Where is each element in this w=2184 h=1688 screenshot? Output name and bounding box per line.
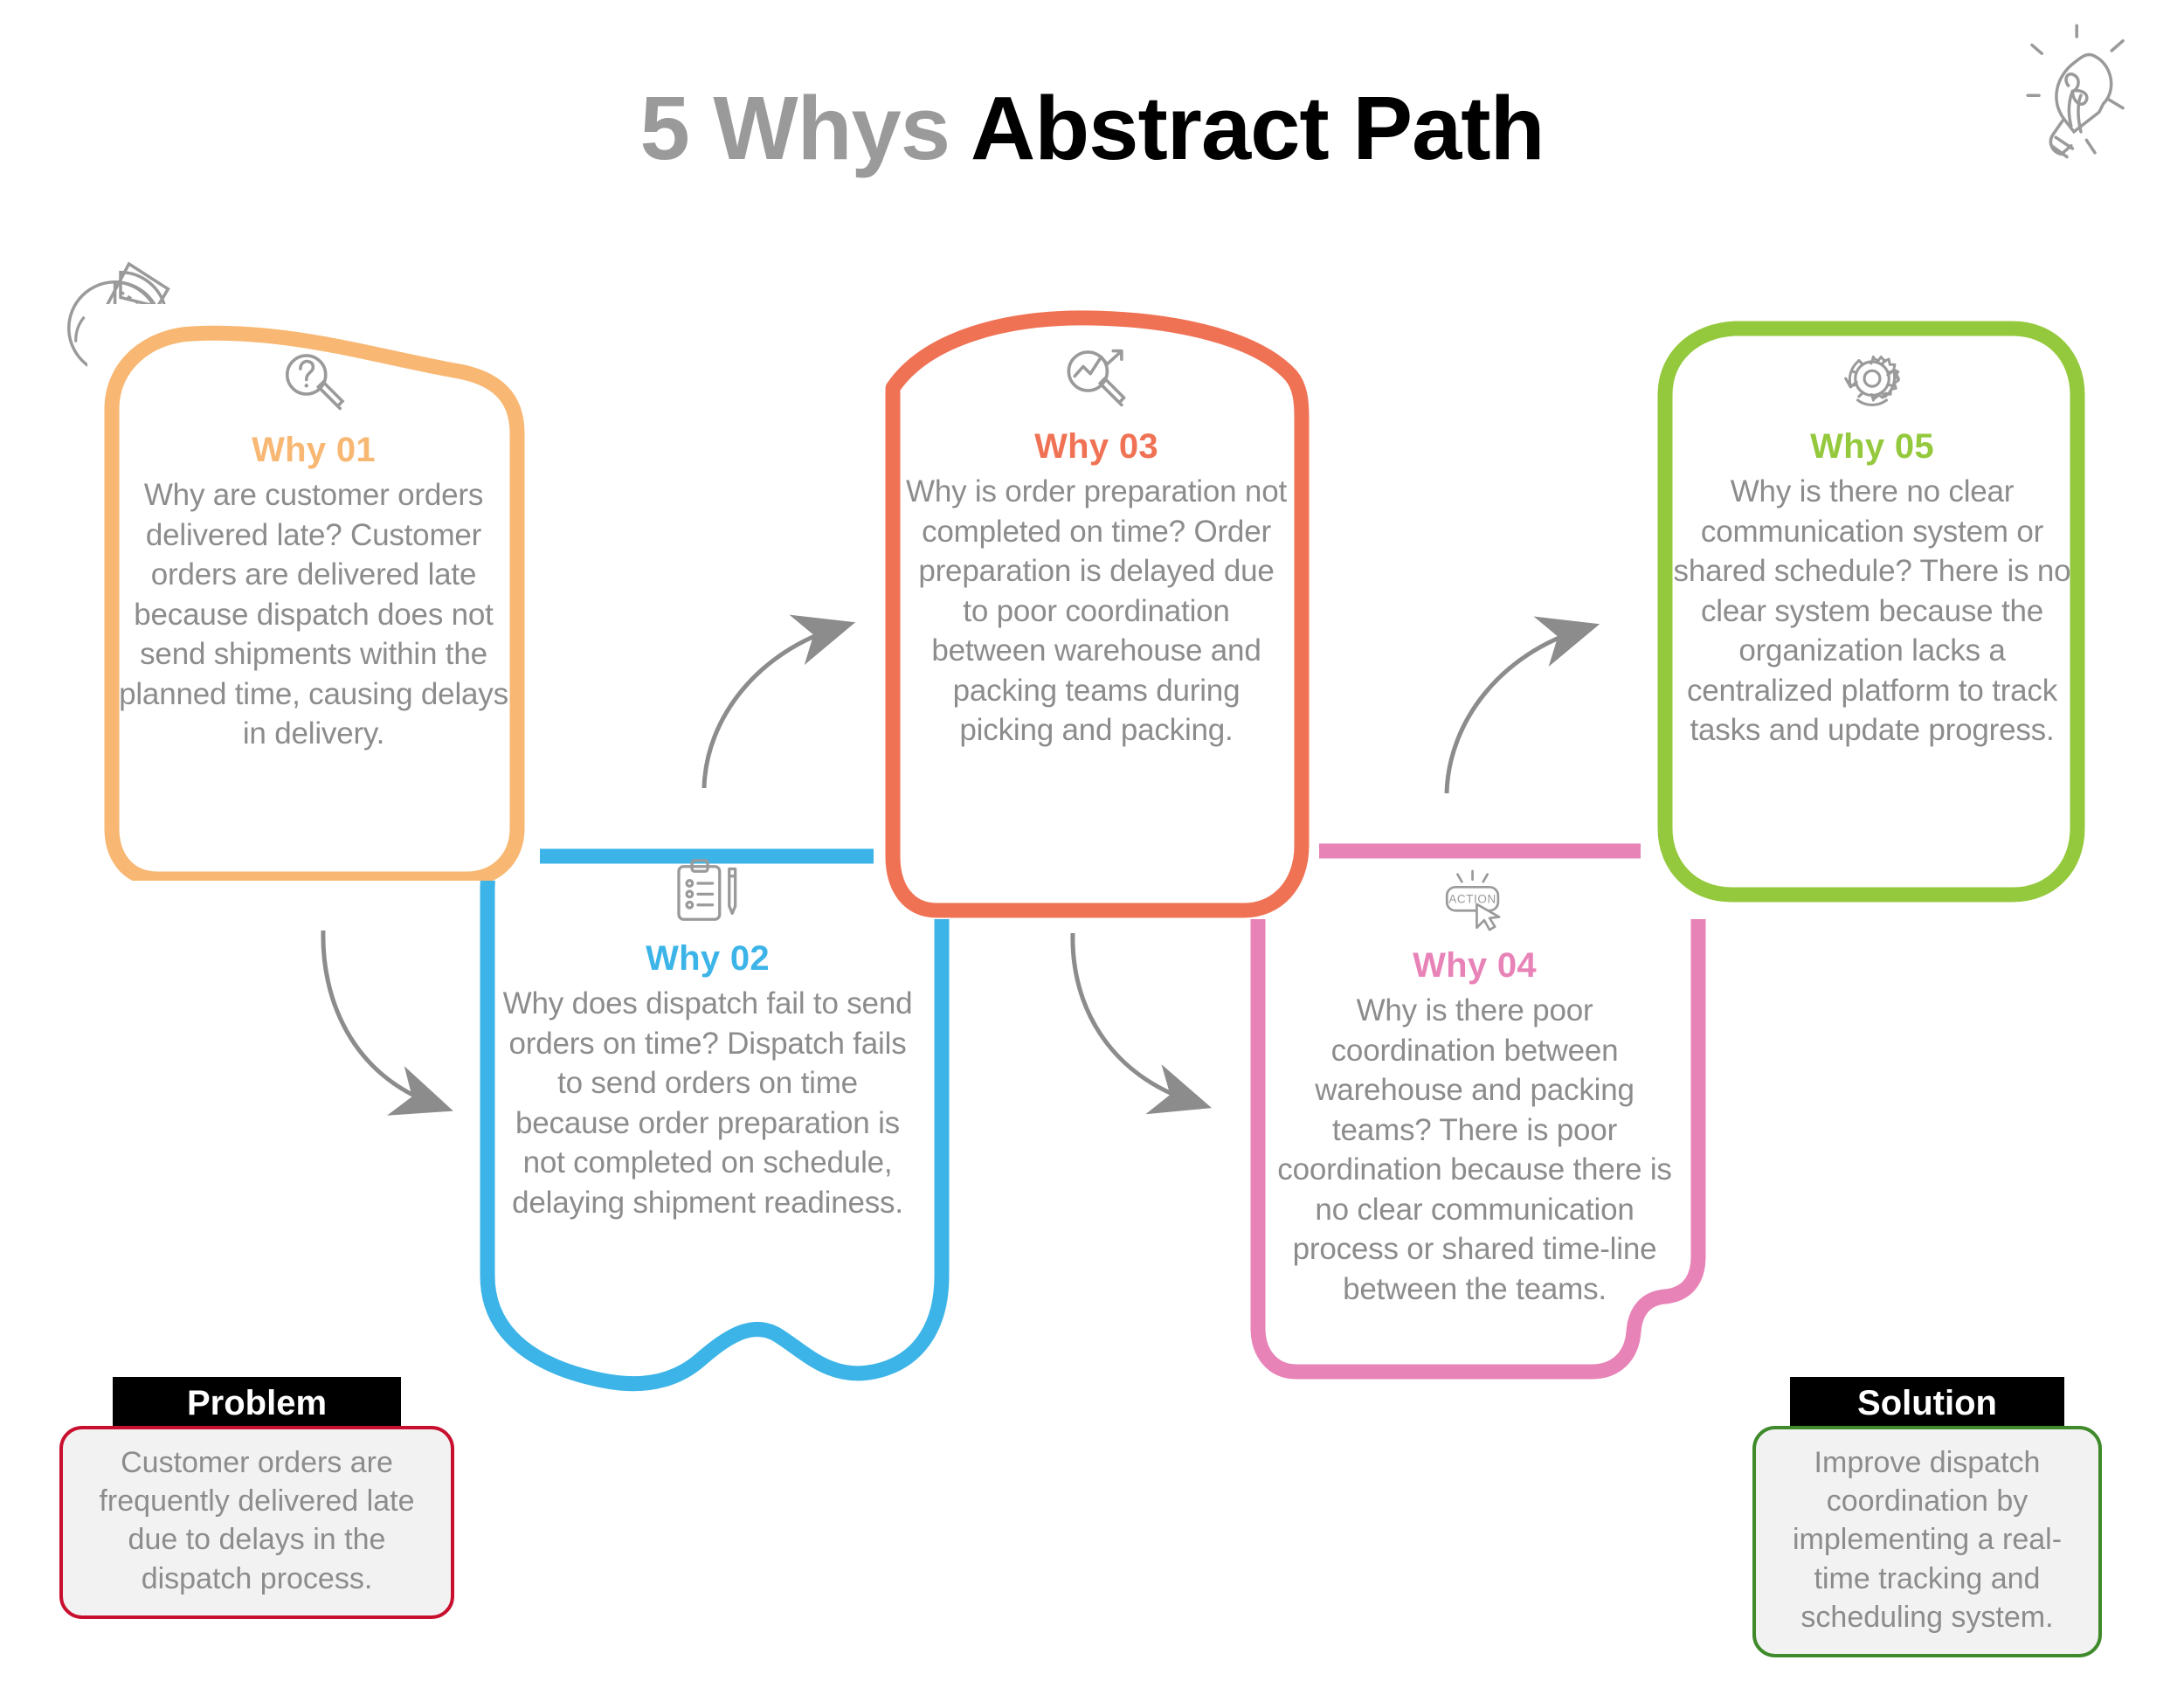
solution-box[interactable]: Solution Improve dispatch coordination b… xyxy=(1752,1377,2102,1657)
problem-box[interactable]: Problem Customer orders are frequently d… xyxy=(59,1377,454,1619)
why-card-01-body: Why are customer orders delivered late? … xyxy=(119,478,508,751)
arrow-why02-why03 xyxy=(702,614,856,789)
why-card-03-body: Why is order preparation not completed o… xyxy=(905,474,1287,747)
why-card-03[interactable]: Why 03 Why is order preparation not comp… xyxy=(874,308,1319,919)
clipboard-checklist-pencil-icon xyxy=(677,859,737,921)
lightbulb-icon xyxy=(2026,24,2125,159)
page-title-rest: Abstract Path xyxy=(950,78,1545,178)
action-button-cursor-icon: ACTION xyxy=(1445,869,1501,931)
magnifier-chart-icon xyxy=(1067,349,1126,407)
why-card-05[interactable]: Why 05 Why is there no clear communicati… xyxy=(1641,308,2104,919)
arrow-why03-why04 xyxy=(1070,932,1213,1115)
why-card-05-body: Why is there no clear communication syst… xyxy=(1673,474,2071,747)
gear-refresh-cycle-icon xyxy=(1844,355,1900,406)
solution-text: Improve dispatch coordination by impleme… xyxy=(1752,1426,2102,1657)
page-title: 5 Whys Abstract Path xyxy=(0,77,2184,180)
arrow-why01-why02 xyxy=(321,930,453,1116)
why-card-02-title: Why 02 xyxy=(646,939,770,978)
svg-text:ACTION: ACTION xyxy=(1448,893,1496,906)
page-title-accent: 5 Whys xyxy=(639,78,950,178)
why-card-03-title: Why 03 xyxy=(1034,427,1158,466)
why-card-01-title: Why 01 xyxy=(252,431,376,469)
why-card-04-body: Why is there poor coordination between w… xyxy=(1277,993,1672,1306)
why-card-02-body: Why does dispatch fail to send orders on… xyxy=(502,986,913,1220)
arrow-why04-why05 xyxy=(1444,616,1600,794)
problem-label: Problem xyxy=(113,1377,401,1431)
magnifier-question-icon xyxy=(285,354,345,411)
why-card-01[interactable]: Why 01 Why are customer orders delivered… xyxy=(87,304,540,881)
problem-text: Customer orders are frequently delivered… xyxy=(59,1426,454,1619)
why-card-05-title: Why 05 xyxy=(1810,427,1934,466)
solution-label: Solution xyxy=(1790,1377,2064,1431)
why-card-04-title: Why 04 xyxy=(1413,946,1537,985)
